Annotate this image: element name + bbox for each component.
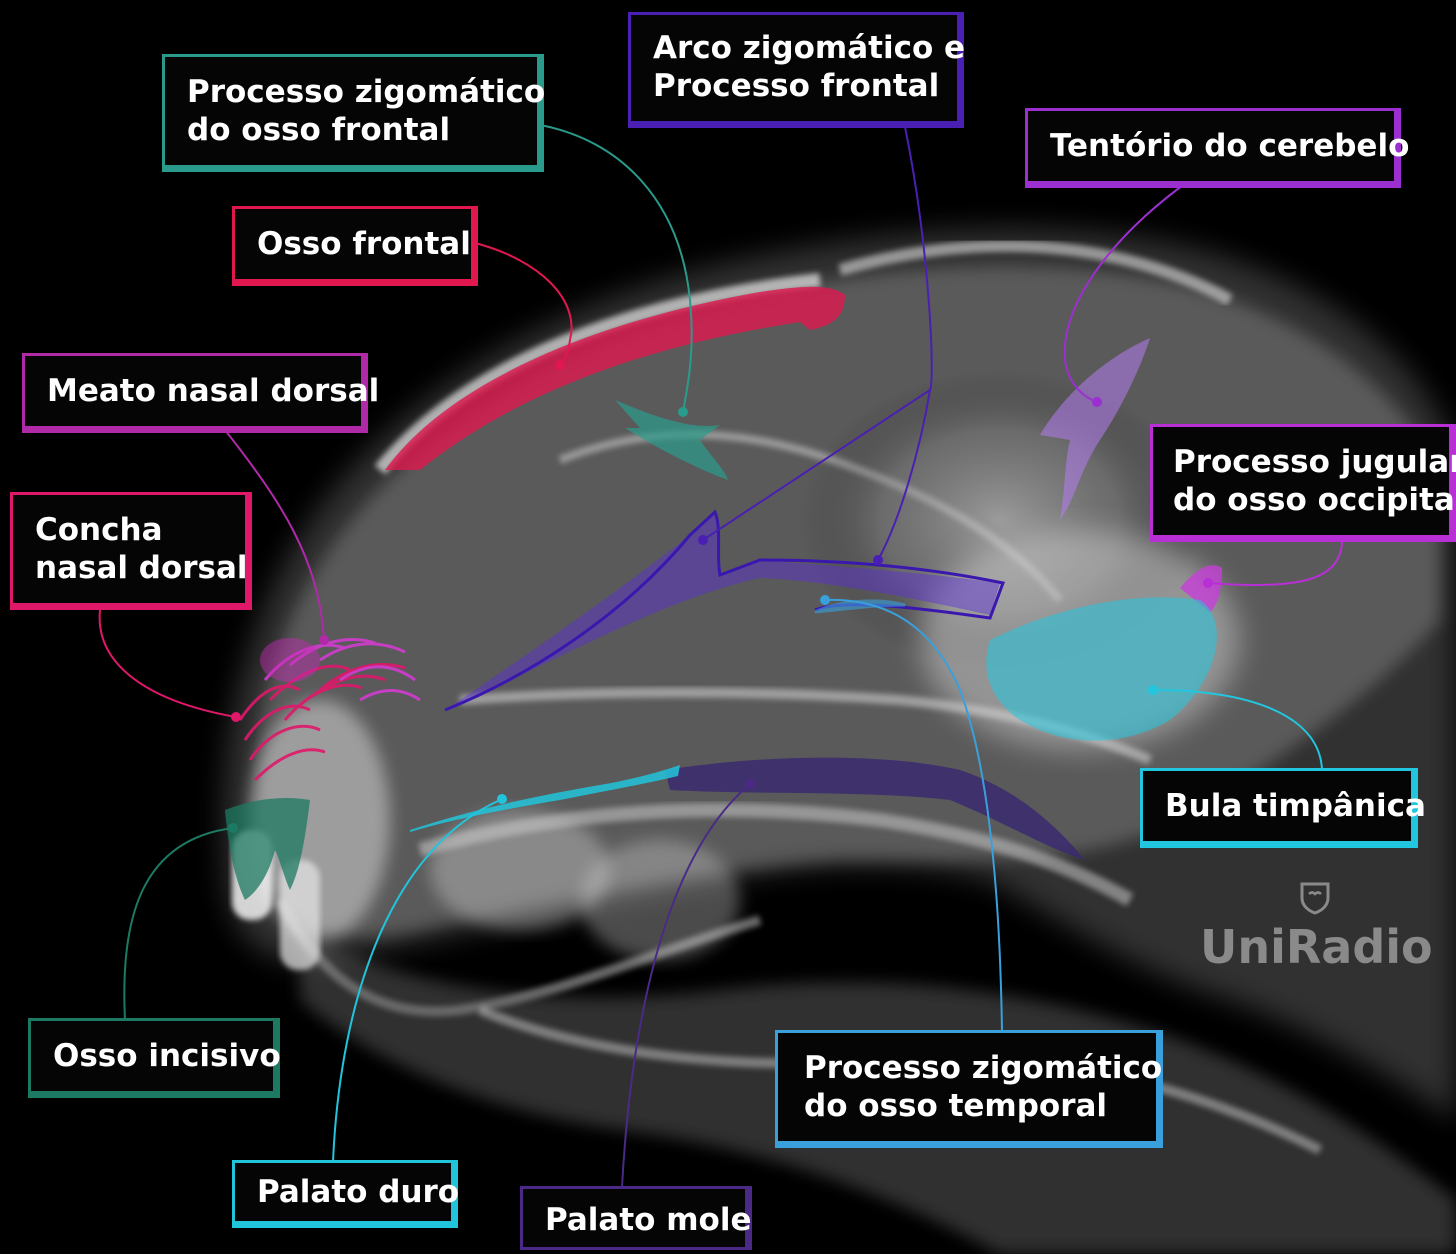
logo-text: UniRadio (1200, 920, 1430, 974)
label-osso-incisivo: Osso incisivo (28, 1018, 280, 1098)
label-concha-nasal: Concha nasal dorsal (10, 492, 252, 610)
label-text: Palato duro (257, 1173, 429, 1211)
label-tentorio: Tentório do cerebelo (1025, 108, 1401, 188)
label-text: Bula timpânica (1165, 787, 1389, 825)
label-meato-nasal: Meato nasal dorsal (22, 353, 368, 433)
label-text: Tentório do cerebelo (1050, 127, 1372, 165)
label-text: do osso frontal (187, 111, 515, 149)
label-text: Arco zigomático e (653, 29, 935, 67)
label-text: Palato mole (545, 1201, 723, 1239)
uniradio-logo: UniRadio (1200, 880, 1430, 974)
label-processo-zigomatico-temporal: Processo zigomático do osso temporal (775, 1030, 1163, 1148)
label-text: do osso occipital (1173, 481, 1443, 519)
label-osso-frontal: Osso frontal (232, 206, 478, 286)
label-text: do osso temporal (804, 1087, 1134, 1125)
label-processo-jugular: Processo jugular do osso occipital (1150, 424, 1456, 542)
label-palato-mole: Palato mole (520, 1186, 752, 1250)
label-processo-zigomatico-frontal: Processo zigomático do osso frontal (162, 54, 544, 172)
label-text: Meato nasal dorsal (47, 372, 339, 410)
tooth-shield-icon (1297, 880, 1333, 916)
label-text: Processo frontal (653, 67, 935, 105)
label-bula-timpanica: Bula timpânica (1140, 768, 1418, 848)
label-text: Osso frontal (257, 225, 449, 263)
label-palato-duro: Palato duro (232, 1160, 458, 1228)
label-text: Osso incisivo (53, 1037, 251, 1075)
label-text: Concha (35, 511, 223, 549)
label-text: Processo zigomático (804, 1049, 1134, 1087)
label-text: Processo zigomático (187, 73, 515, 111)
label-text: Processo jugular (1173, 443, 1443, 481)
label-arco-zigomatico: Arco zigomático e Processo frontal (628, 12, 964, 128)
label-text: nasal dorsal (35, 549, 223, 587)
